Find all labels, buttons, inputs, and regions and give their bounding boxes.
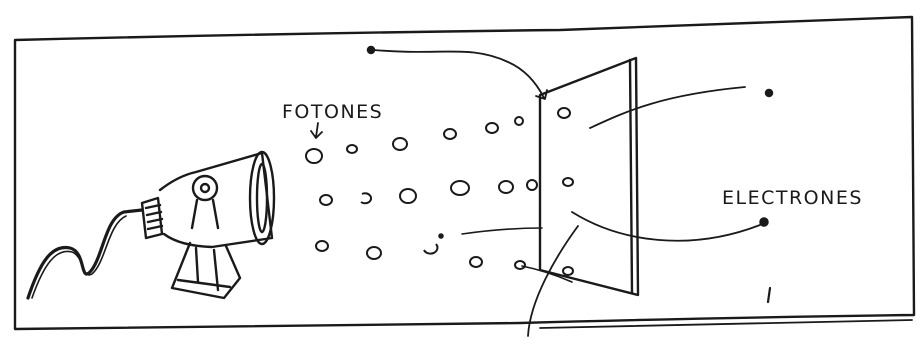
photon <box>320 195 332 205</box>
photon <box>400 189 416 203</box>
ejected-electron-trail-1 <box>590 87 745 128</box>
photon <box>347 145 357 153</box>
photon <box>563 178 573 186</box>
photon <box>361 193 371 203</box>
photon <box>470 257 482 267</box>
photons-group <box>306 108 573 275</box>
photons-label-arrow <box>311 123 322 138</box>
photons-label: FOTONES <box>282 101 383 123</box>
photon <box>486 123 498 133</box>
lamp-cable <box>28 210 142 298</box>
electron <box>760 218 768 226</box>
electron <box>766 90 773 97</box>
incoming-electron-trail <box>374 50 544 98</box>
photon <box>527 180 537 190</box>
electrons-group <box>368 47 773 239</box>
ejected-electron-trail-2 <box>572 212 760 241</box>
photon <box>499 181 513 193</box>
photon <box>558 108 570 118</box>
electron <box>368 47 375 54</box>
photon-trail-1 <box>462 228 542 234</box>
photon <box>515 117 523 125</box>
tick-mark <box>768 288 770 302</box>
electron <box>439 234 443 238</box>
photon <box>393 138 407 150</box>
electrons-label: ELECTRONES <box>722 187 863 209</box>
metal-plate <box>540 58 638 295</box>
photon <box>424 244 437 254</box>
photon <box>444 129 456 139</box>
photon <box>306 149 322 163</box>
photon <box>316 241 328 251</box>
photon <box>515 261 525 269</box>
photon <box>451 181 469 195</box>
photon <box>563 267 573 275</box>
diagram-frame <box>15 17 914 329</box>
photon <box>367 247 381 259</box>
spotlight-lamp-icon <box>142 152 274 298</box>
